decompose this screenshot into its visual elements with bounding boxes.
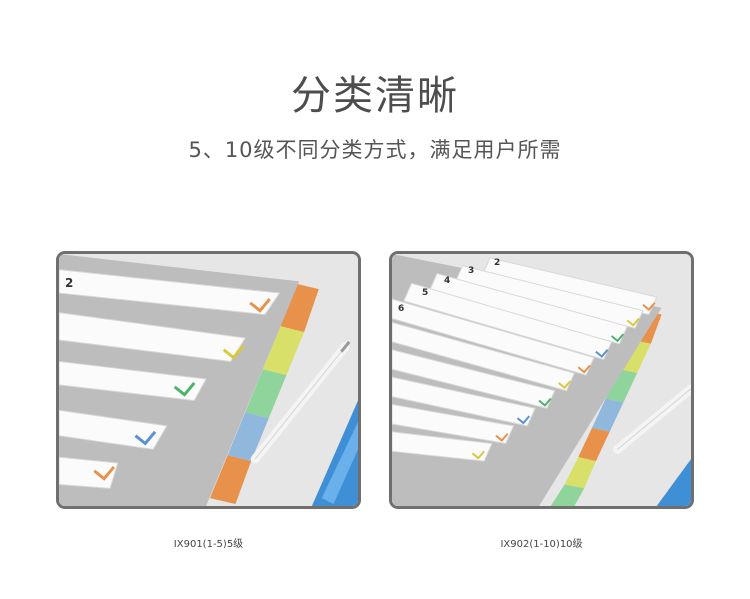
tab-number-label: 5 [422, 288, 429, 298]
tab-number-label: 6 [398, 304, 405, 314]
tab-number-label: 3 [468, 266, 475, 276]
tab-number-label: 2 [65, 276, 74, 290]
product-caption-10-level: IX902(1-10)10级 [500, 539, 583, 550]
product-photo-5-level: 2 [56, 251, 361, 509]
product-photo-10-level: 2 3 4 5 6 [389, 251, 694, 509]
page-title: 分类清晰 [291, 73, 459, 119]
tab-number-label: 2 [494, 258, 501, 268]
page-subtitle: 5、10级不同分类方式，满足用户所需 [188, 138, 562, 162]
tab-number-label: 4 [444, 276, 451, 286]
product-caption-5-level: IX901(1-5)5级 [173, 539, 244, 550]
